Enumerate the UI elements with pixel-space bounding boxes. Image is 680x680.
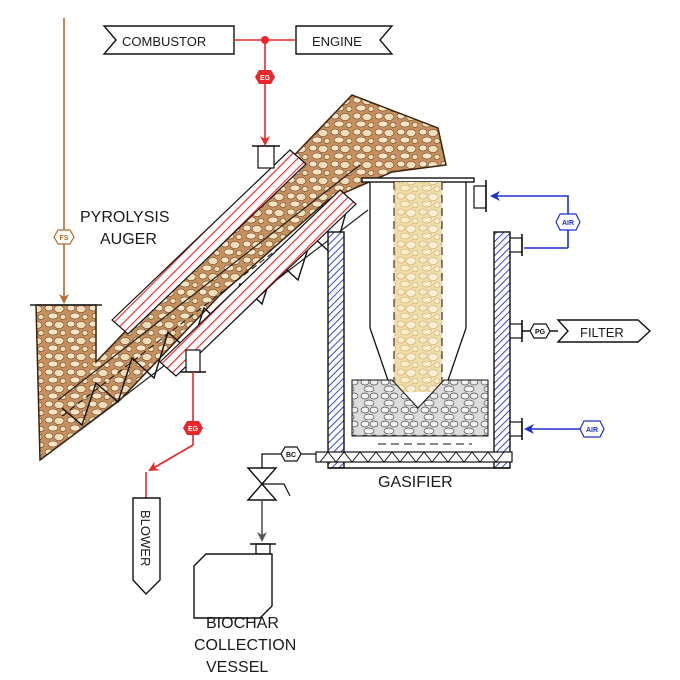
auger-screw <box>61 211 347 427</box>
fs-marker-label: FS <box>60 235 69 242</box>
air-marker-top-label: AIR <box>562 220 574 227</box>
bc-marker-label: BC <box>286 452 296 459</box>
eg-marker-top <box>255 70 275 84</box>
air-line-top <box>490 191 569 248</box>
combustor-tag-shape <box>102 25 235 55</box>
char-bed <box>351 379 489 437</box>
filter-tag: FILTER <box>580 325 624 340</box>
biochar-valve-bottom <box>246 482 278 501</box>
biochar-label-line1: BIOCHAR <box>206 615 279 632</box>
heating-jacket <box>111 145 357 377</box>
gasifier-grate <box>315 451 513 463</box>
gasifier <box>315 177 523 469</box>
air-supply: AIR AIR <box>490 191 605 438</box>
air-marker-bottom-label: AIR <box>586 427 598 434</box>
pyrolysis-label-line1: PYROLYSIS <box>80 209 170 226</box>
eg-marker-bottom-label: EG <box>188 426 199 433</box>
auger-tube-edge-top <box>57 164 361 401</box>
blower-tag: BLOWER <box>138 510 153 566</box>
pyrolysis-label-line2: AUGER <box>100 231 157 248</box>
engine-tag-shape <box>295 25 394 55</box>
gasifier-wall-left <box>327 231 345 469</box>
eg-marker-bottom <box>183 421 203 435</box>
pg-marker-label: PG <box>535 329 546 336</box>
jacket-upper <box>111 149 307 335</box>
blower-tag-shape <box>132 497 161 596</box>
fs-marker <box>53 229 75 245</box>
combustor-tag: COMBUSTOR <box>122 34 206 49</box>
feedstock-line: FS <box>53 18 75 304</box>
bc-marker <box>280 446 302 462</box>
biochar-label-line3: VESSEL <box>206 659 268 676</box>
pg-marker <box>529 323 551 339</box>
producer-gas-line: PG FILTER <box>522 319 652 343</box>
air-marker-top <box>555 213 581 231</box>
exhaust-header: COMBUSTOR ENGINE EG <box>102 25 394 146</box>
exhaust-line-to-blower <box>148 440 194 472</box>
air-marker-bottom <box>579 420 605 438</box>
biochar-vessel <box>193 553 273 619</box>
biochar-discharge: BC <box>193 446 316 619</box>
engine-tag: ENGINE <box>312 34 362 49</box>
gasifier-wall-right <box>493 231 511 469</box>
jacket-lower <box>159 189 357 377</box>
eg-marker-top-label: EG <box>260 75 271 82</box>
biochar-valve-top <box>246 467 278 486</box>
valve-actuator <box>262 483 291 497</box>
fuel-column <box>394 182 442 392</box>
jacket-inlet-nozzle <box>257 145 275 169</box>
blower-branch: EG BLOWER <box>132 372 203 596</box>
gasifier-label: GASIFIER <box>378 474 453 491</box>
biochar-label-line2: COLLECTION <box>194 637 296 654</box>
jacket-outlet-nozzle <box>185 349 201 373</box>
filter-tag-shape <box>556 319 652 343</box>
